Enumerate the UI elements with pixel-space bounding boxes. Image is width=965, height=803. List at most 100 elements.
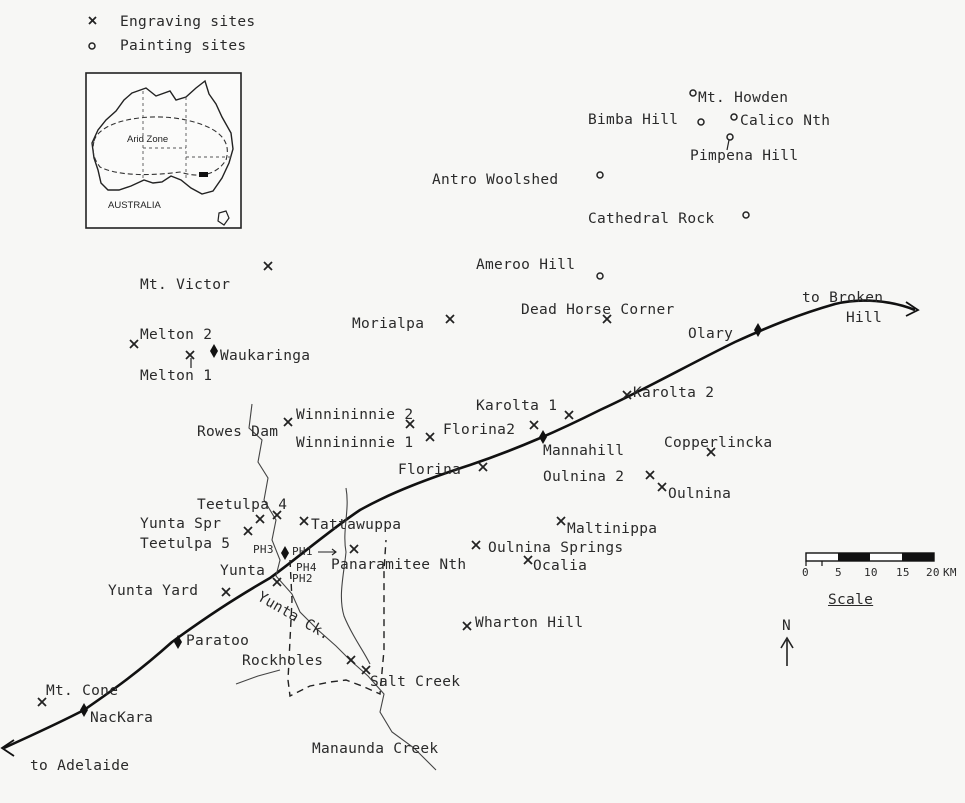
- engraving-site-dead-horse-corner: [602, 314, 612, 324]
- scale-tick-15: 15: [896, 566, 910, 579]
- label-ph1: PH1: [292, 545, 313, 558]
- label-teetulpa-4: Teetulpa 4: [197, 497, 288, 513]
- town-yunta: [281, 546, 289, 560]
- north-arrow: [780, 636, 794, 666]
- legend-engraving-label: Engraving sites: [120, 14, 256, 30]
- engraving-site-oulnina: [657, 482, 667, 492]
- engraving-site-melton-2: [129, 339, 139, 349]
- engraving-site-rowes-dam: [283, 417, 293, 427]
- label-olary: Olary: [688, 326, 734, 342]
- label-mt-howden: Mt. Howden: [698, 90, 789, 106]
- painting-site-pimpena-hill: [726, 133, 734, 141]
- label-florina-2: Florina2: [443, 422, 516, 438]
- label-morialpa: Morialpa: [352, 316, 425, 332]
- dashed-boundary: [287, 539, 387, 698]
- label-panaramitee-nth: Panaramitee Nth: [331, 557, 467, 573]
- label-dead-horse-corner: Dead Horse Corner: [521, 302, 675, 318]
- legend-engraving-symbol: [88, 16, 97, 25]
- label-melton-1: Melton 1: [140, 368, 213, 384]
- pimpena-leader: [726, 139, 730, 151]
- engraving-site-ocalia: [523, 555, 533, 565]
- town-mannahill: [539, 430, 547, 444]
- label-tattawuppa: Tattawuppa: [311, 517, 402, 533]
- legend-painting-label: Painting sites: [120, 38, 247, 54]
- town-markers: [80, 323, 762, 717]
- scale-tick-0: 0: [802, 566, 809, 579]
- engraving-site-yunta-spr: [255, 514, 265, 524]
- scale-bar: [805, 552, 935, 566]
- painting-sites: [596, 89, 750, 280]
- label-pimpena-hill: Pimpena Hill: [690, 148, 799, 164]
- scale-tick-5: 5: [835, 566, 842, 579]
- engraving-site-morialpa: [445, 314, 455, 324]
- engraving-site-karolta-1: [564, 410, 574, 420]
- scale-tick-20: 20: [926, 566, 940, 579]
- painting-site-ameroo-hill: [596, 272, 604, 280]
- arid-zone-boundary: [92, 116, 228, 176]
- engraving-site-maltinippa: [556, 516, 566, 526]
- scale-tick-10: 10: [864, 566, 878, 579]
- tasmania-outline: [217, 210, 230, 226]
- painting-site-bimba-hill: [697, 118, 705, 126]
- painting-site-cathedral-rock: [742, 211, 750, 219]
- engraving-site-florina: [478, 462, 488, 472]
- arrow-adelaide: [0, 739, 15, 757]
- legend-painting-symbol: [88, 42, 96, 50]
- engraving-site-wharton-hill: [462, 621, 472, 631]
- town-waukaringa: [210, 344, 218, 358]
- engraving-site-winnininnie-2: [405, 419, 415, 429]
- label-ph3: PH3: [253, 543, 274, 556]
- engraving-site-winnininnie-1: [425, 432, 435, 442]
- label-manaunda-creek: Manaunda Creek: [312, 741, 439, 757]
- label-ameroo-hill: Ameroo Hill: [476, 257, 576, 273]
- state-borders: [142, 91, 231, 181]
- painting-site-calico-nth: [730, 113, 738, 121]
- label-mt-cone: Mt. Cone: [46, 683, 119, 699]
- scale-label: Scale: [828, 592, 874, 608]
- engraving-site-yunta-ph: [272, 577, 282, 587]
- label-yunta-yard: Yunta Yard: [108, 583, 199, 599]
- north-label: N: [782, 618, 792, 634]
- engraving-site-oulnina-springs: [471, 540, 481, 550]
- engraving-site-panaramitee-nth: [349, 544, 359, 554]
- engraving-site-karolta-2: [622, 390, 632, 400]
- engraving-site-yunta-yard: [221, 587, 231, 597]
- label-rowes-dam: Rowes Dam: [197, 424, 279, 440]
- engraving-site-rockholes: [346, 655, 356, 665]
- label-mannahill: Mannahill: [543, 443, 625, 459]
- engraving-site-teetulpa-4: [272, 510, 282, 520]
- label-ocalia: Ocalia: [533, 558, 588, 574]
- label-florina: Florina: [398, 462, 462, 478]
- label-to-broken-hill-line1: to Broken: [802, 290, 884, 306]
- label-cathedral-rock: Cathedral Rock: [588, 211, 715, 227]
- label-yunta: Yunta: [220, 563, 266, 579]
- label-yunta-spr: Yunta Spr: [140, 516, 222, 532]
- study-area-marker: [199, 172, 208, 177]
- label-salt-creek: Salt Creek: [370, 674, 461, 690]
- label-karolta-2: Karolta 2: [633, 385, 715, 401]
- painting-site-antro-woolshed: [596, 171, 604, 179]
- label-oulnina: Oulnina: [668, 486, 732, 502]
- label-to-broken-hill-line2: Hill: [846, 310, 883, 326]
- engraving-site-oulnina-2: [645, 470, 655, 480]
- painting-site-mt-howden: [689, 89, 697, 97]
- label-oulnina-2: Oulnina 2: [543, 469, 625, 485]
- town-olary: [754, 323, 762, 337]
- engraving-site-copperlincka: [706, 447, 716, 457]
- scale-unit: KM: [943, 566, 957, 579]
- inset-map: [85, 72, 242, 229]
- label-ph2: PH2: [292, 572, 313, 585]
- label-karolta-1: Karolta 1: [476, 398, 558, 414]
- engraving-site-mt-victor: [263, 261, 273, 271]
- label-teetulpa-5: Teetulpa 5: [140, 536, 231, 552]
- label-rockholes: Rockholes: [242, 653, 324, 669]
- label-oulnina-springs: Oulnina Springs: [488, 540, 624, 556]
- ph-arrow: [318, 548, 337, 556]
- engraving-site-melton-1: [185, 350, 195, 360]
- label-waukaringa: Waukaringa: [220, 348, 311, 364]
- label-to-adelaide: to Adelaide: [30, 758, 130, 774]
- label-bimba-hill: Bimba Hill: [588, 112, 679, 128]
- label-melton-2: Melton 2: [140, 327, 213, 343]
- label-antro-woolshed: Antro Woolshed: [432, 172, 559, 188]
